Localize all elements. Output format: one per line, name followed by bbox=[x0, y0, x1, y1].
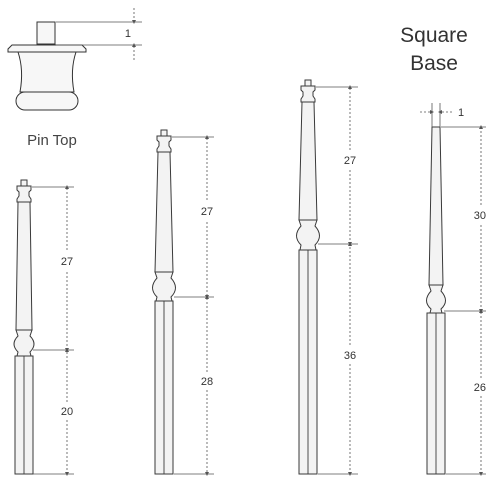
newel-1-bottom-dimension: 20 bbox=[61, 406, 73, 418]
newel-4-turning bbox=[426, 284, 446, 314]
newel-2-pin bbox=[160, 129, 168, 137]
pin-top-dimension: 1 bbox=[125, 28, 131, 40]
newel-4-top-dimension: 30 bbox=[474, 210, 486, 222]
pin-top-cap bbox=[7, 44, 87, 53]
pin-top-pin bbox=[36, 21, 56, 45]
newel-3-top-dimension: 27 bbox=[344, 155, 356, 167]
newel-post-3: 27 36 bbox=[296, 79, 358, 476]
newel-1-turning bbox=[13, 329, 35, 357]
newel-1-shaft bbox=[15, 201, 33, 331]
pin-top-detail: 1 Pin Top bbox=[7, 8, 142, 149]
heading-line-2: Base bbox=[410, 52, 458, 75]
pin-top-label: Pin Top bbox=[27, 132, 77, 149]
newel-3-turning bbox=[296, 219, 320, 251]
newel-2-bottom-dimension: 28 bbox=[201, 376, 213, 388]
newel-post-2: 27 28 bbox=[152, 129, 214, 476]
newel-post-4: 1 30 26 bbox=[420, 103, 486, 476]
newel-2-cap bbox=[156, 135, 172, 153]
newel-2-shaft bbox=[154, 151, 174, 273]
pin-top-body bbox=[17, 51, 77, 93]
newel-3-shaft bbox=[298, 101, 318, 221]
newel-1-top-dimension: 27 bbox=[61, 256, 73, 268]
pin-top-base bbox=[15, 91, 79, 111]
newel-3-cap bbox=[300, 85, 316, 103]
newel-3-bottom-dimension: 36 bbox=[344, 350, 356, 362]
newel-post-1: 27 20 bbox=[13, 179, 74, 476]
newel-2-top-dimension: 27 bbox=[201, 206, 213, 218]
newel-3-pin bbox=[304, 79, 312, 87]
newel-1-pin bbox=[20, 179, 28, 187]
newel-1-cap bbox=[16, 185, 32, 203]
heading-line-1: Square bbox=[400, 24, 468, 47]
newel-4-bottom-dimension: 26 bbox=[474, 382, 486, 394]
newel-4-shaft bbox=[428, 126, 444, 286]
newel-4-width-dimension: 1 bbox=[458, 107, 464, 119]
newel-2-turning bbox=[152, 271, 176, 302]
